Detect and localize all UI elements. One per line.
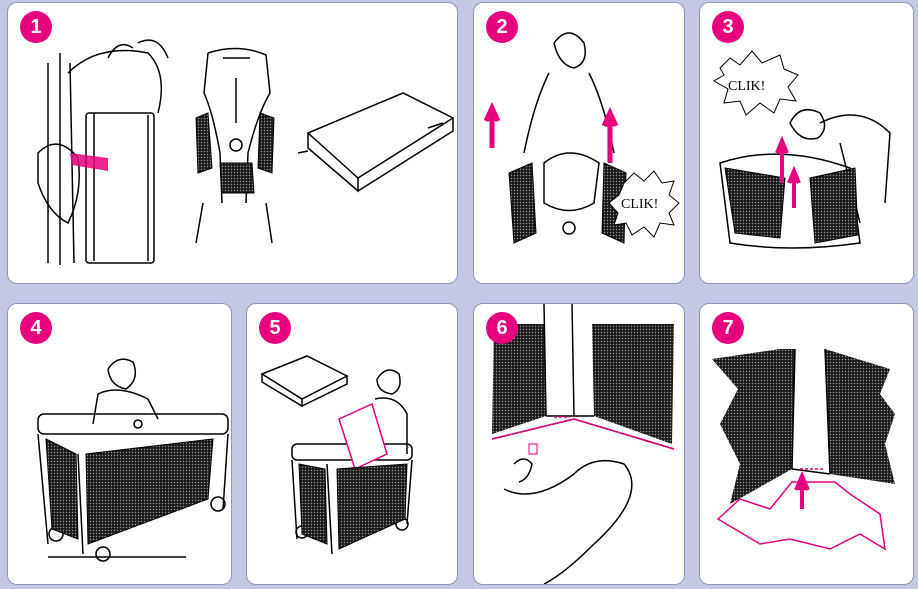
step-3-panel: 3 CLIK! — [699, 2, 914, 284]
step-4-illustration — [8, 304, 232, 585]
step-3-badge: 3 — [712, 11, 744, 43]
step-2-clik-text: CLIK! — [621, 197, 658, 212]
step-1-badge: 1 — [20, 11, 52, 43]
step-5-illustration — [247, 304, 458, 585]
step-2-illustration: CLIK! — [474, 3, 685, 284]
step-6-panel: 6 — [473, 303, 685, 585]
step-4-badge: 4 — [20, 312, 52, 344]
step-7-illustration — [700, 304, 914, 585]
step-3-illustration: CLIK! — [700, 3, 914, 284]
step-6-illustration — [474, 304, 685, 585]
step-7-badge: 7 — [712, 312, 744, 344]
step-6-badge: 6 — [486, 312, 518, 344]
step-5-badge: 5 — [259, 312, 291, 344]
step-5-panel: 5 — [246, 303, 458, 585]
step-4-panel: 4 — [7, 303, 232, 585]
step-2-panel: 2 CLIK! — [473, 2, 685, 284]
step-1-panel: 1 — [7, 2, 458, 284]
step-1-illustration — [8, 3, 458, 284]
step-2-badge: 2 — [486, 11, 518, 43]
step-7-panel: 7 — [699, 303, 914, 585]
step-3-clik-text: CLIK! — [728, 79, 765, 94]
